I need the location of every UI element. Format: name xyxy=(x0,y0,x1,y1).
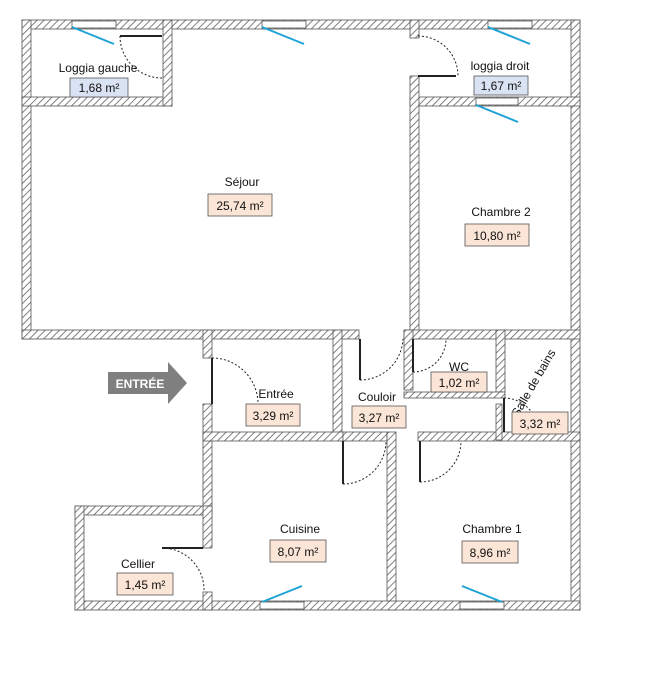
window-sejour xyxy=(261,20,307,29)
wall-wc-bath xyxy=(495,329,506,393)
room-loggia-gauche: Loggia gauche 1,68 m² xyxy=(59,61,138,98)
wall-sejour-chambre2-lower xyxy=(409,75,420,340)
door-swing-cuisine xyxy=(342,440,387,485)
wall-row-mid xyxy=(342,431,388,442)
room-wc: WC 1,02 m² xyxy=(430,360,488,393)
room-sejour: Séjour 25,74 m² xyxy=(207,175,273,217)
area-box-entree xyxy=(245,403,301,427)
room-loggia-droit: loggia droit 1,67 m² xyxy=(471,59,530,96)
room-name-cellier: Cellier xyxy=(121,557,155,571)
window-leaf-sejour xyxy=(261,26,305,45)
area-cellier: 1,45 m² xyxy=(125,578,166,592)
wall-cellier-top xyxy=(74,505,213,516)
room-chambre-2: Chambre 2 10,80 m² xyxy=(464,205,531,247)
room-cuisine: Cuisine 8,07 m² xyxy=(269,522,327,563)
area-box-cuisine xyxy=(269,539,327,563)
door-swing-loggia-droit xyxy=(417,35,459,77)
wall-row-left xyxy=(202,431,344,442)
room-salle-de-bains: Salle de bains 3,32 m² xyxy=(509,347,569,435)
room-couloir: Couloir 3,27 m² xyxy=(351,390,407,429)
room-name-chambre-1: Chambre 1 xyxy=(462,522,522,536)
wall-cellier-left xyxy=(74,505,85,611)
area-wc: 1,02 m² xyxy=(439,376,480,390)
wall-entree-right xyxy=(332,329,343,441)
entrance-arrow: ENTRÉE xyxy=(108,362,187,404)
wall-left-upper xyxy=(21,19,32,340)
room-cellier: Cellier 1,45 m² xyxy=(116,557,174,596)
window-leaf-chambre2 xyxy=(475,104,519,123)
room-name-entree: Entrée xyxy=(258,387,294,401)
door-swing-entree xyxy=(211,357,259,405)
area-box-chambre-1 xyxy=(461,540,519,564)
area-loggia-droit: 1,67 m² xyxy=(481,79,522,93)
wall-mid-left xyxy=(21,329,360,340)
room-name-couloir: Couloir xyxy=(358,390,396,404)
door-swing-couloir xyxy=(359,338,404,381)
wall-wc-bottom xyxy=(403,391,506,399)
wall-cellier-right-upper xyxy=(202,505,213,549)
area-box-sejour xyxy=(207,193,273,217)
window-leaf-loggia-gauche xyxy=(71,26,115,45)
entrance-arrow-shape xyxy=(108,362,187,404)
area-loggia-gauche: 1,68 m² xyxy=(79,81,120,95)
area-box-cellier xyxy=(116,572,174,596)
wall-cellier-right-lower xyxy=(202,591,213,611)
wall-mid-right xyxy=(403,329,581,340)
room-name-sejour: Séjour xyxy=(225,175,260,189)
window-chambre1 xyxy=(459,601,505,610)
door-swing-wc xyxy=(412,338,447,373)
door-swing-chambre1 xyxy=(419,440,462,483)
window-leaf-cuisine xyxy=(261,585,303,603)
entrance-label: ENTRÉE xyxy=(116,376,165,391)
area-box-wc xyxy=(430,371,488,393)
wall-couloir-right xyxy=(403,329,414,391)
area-box-couloir xyxy=(351,405,407,429)
window-cuisine xyxy=(259,601,305,610)
windows xyxy=(71,20,533,610)
room-name-salle-de-bains: Salle de bains xyxy=(509,347,559,419)
walls xyxy=(21,19,581,611)
door-swing-cellier xyxy=(161,547,205,591)
wall-entree-left-upper xyxy=(202,329,213,359)
doors xyxy=(119,35,539,591)
wall-bath-left-lower xyxy=(495,403,503,441)
area-chambre-1: 8,96 m² xyxy=(470,546,511,560)
area-box-salle-de-bains xyxy=(511,411,569,435)
room-name-loggia-droit: loggia droit xyxy=(471,59,530,73)
window-leaf-loggia-droit xyxy=(487,26,531,45)
room-name-chambre-2: Chambre 2 xyxy=(471,205,531,219)
wall-loggia-gauche-side xyxy=(162,19,173,107)
area-couloir: 3,27 m² xyxy=(359,411,400,425)
area-box-chambre-2 xyxy=(464,223,530,247)
wall-right xyxy=(570,19,581,611)
area-cuisine: 8,07 m² xyxy=(278,545,319,559)
window-loggia-gauche xyxy=(71,20,117,29)
door-swing-bath xyxy=(503,397,539,433)
area-chambre-2: 10,80 m² xyxy=(473,229,520,243)
wall-cuisine-chambre1 xyxy=(386,431,397,611)
wall-entree-left-lower xyxy=(202,403,213,515)
area-salle-de-bains: 3,32 m² xyxy=(520,417,561,431)
room-chambre-1: Chambre 1 8,96 m² xyxy=(461,522,522,564)
room-name-cuisine: Cuisine xyxy=(280,522,320,536)
window-loggia-droit xyxy=(487,20,533,29)
window-leaf-chambre1 xyxy=(461,585,503,603)
room-name-wc: WC xyxy=(449,360,469,374)
wall-sejour-chambre2 xyxy=(409,19,420,39)
door-swing-loggia-gauche xyxy=(119,35,163,79)
wall-loggia-gauche-bottom xyxy=(21,96,173,107)
area-box-loggia-droit xyxy=(473,75,529,96)
area-sejour: 25,74 m² xyxy=(216,199,263,213)
area-box-loggia-gauche xyxy=(69,77,129,98)
area-entree: 3,29 m² xyxy=(253,409,294,423)
window-chambre2 xyxy=(475,97,519,106)
room-name-loggia-gauche: Loggia gauche xyxy=(59,61,138,75)
room-entree: Entrée 3,29 m² xyxy=(245,387,301,427)
